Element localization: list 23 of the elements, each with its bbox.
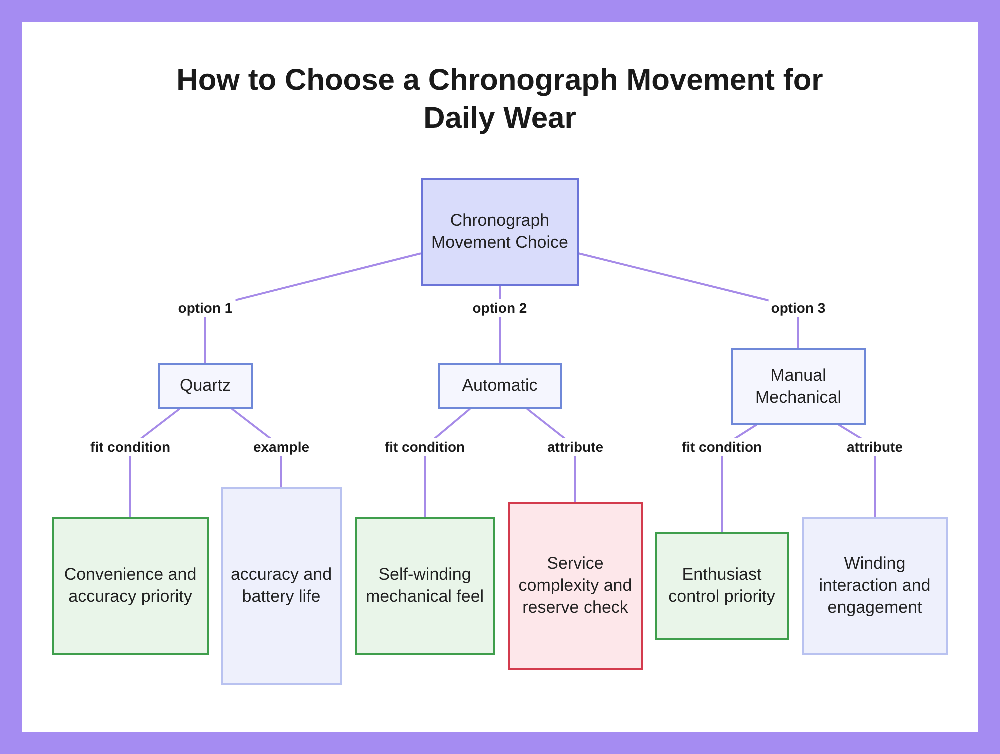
node-box (421, 178, 579, 286)
node-box (731, 348, 866, 425)
node-text: Manual Mechanical (754, 364, 842, 408)
node-box (355, 517, 495, 655)
node-text: Winding interaction and engagement (818, 553, 932, 619)
edge-label: attribute (844, 438, 906, 456)
node-text: accuracy and battery life (230, 564, 334, 608)
node-box (158, 363, 253, 409)
node-text: Chronograph Movement Choice (430, 210, 570, 254)
diagram-title: How to Choose a Chronograph Movement for Daily Wear (176, 63, 824, 137)
node-text: Enthusiast control priority (668, 564, 776, 608)
node-text: Convenience and accuracy priority (63, 564, 198, 608)
node-box (508, 502, 643, 670)
node-box (52, 517, 209, 655)
node-box (655, 532, 789, 640)
node-text: Automatic (462, 375, 538, 397)
node-text: Self-winding mechanical feel (364, 564, 486, 608)
edge-label: attribute (544, 438, 606, 456)
node-box (802, 517, 948, 655)
node-text: Service complexity and reserve check (518, 553, 634, 619)
node-text: Quartz (180, 375, 232, 397)
node-box (221, 487, 342, 685)
node-box (438, 363, 562, 409)
